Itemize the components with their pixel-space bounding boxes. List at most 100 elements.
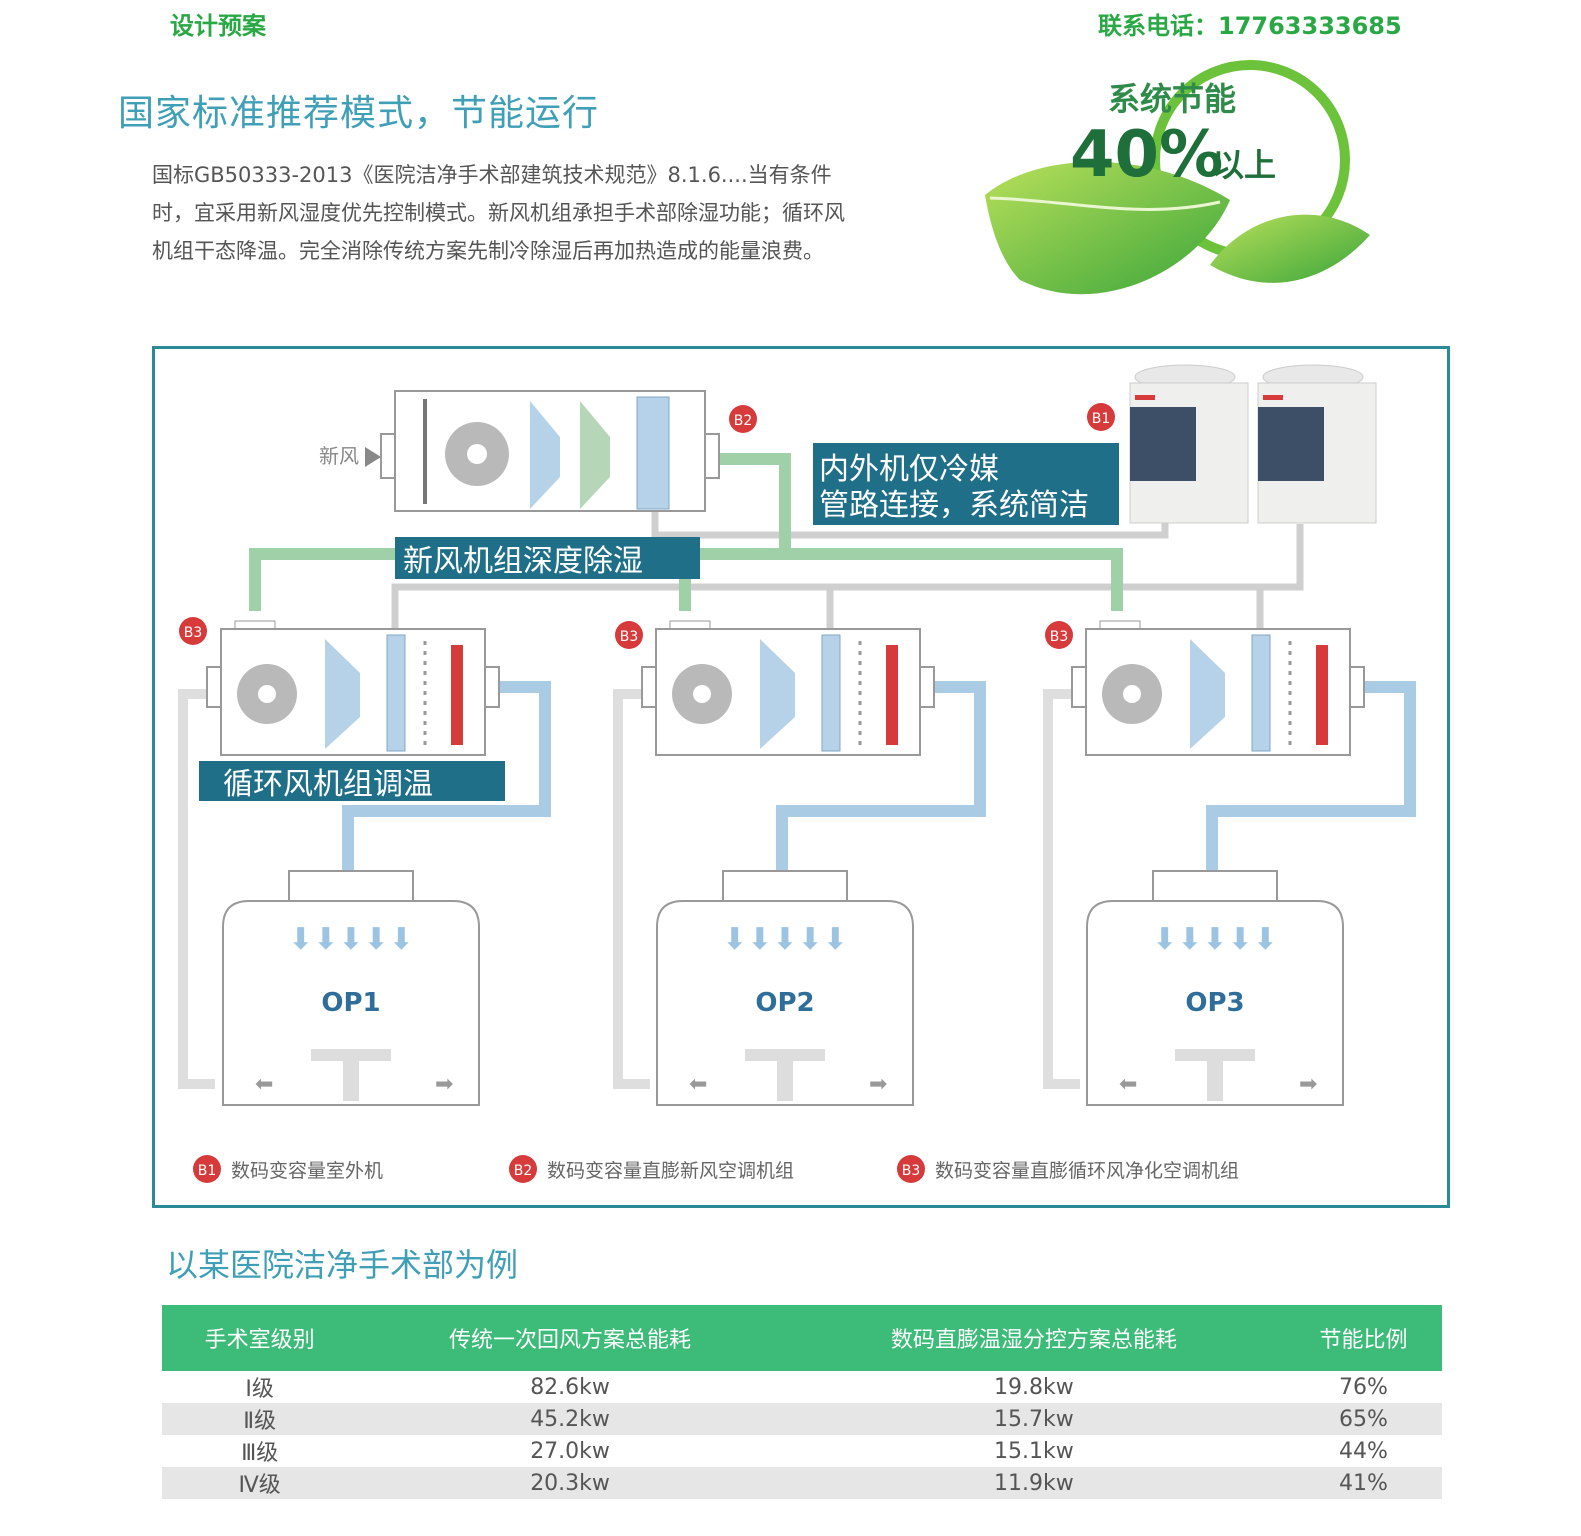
- arrow-right-icon: ➡: [435, 1072, 453, 1097]
- room-label: OP2: [755, 988, 814, 1018]
- badge-suffix: 以上: [1212, 146, 1276, 184]
- coil-icon: [821, 634, 841, 752]
- fresh-unit-caption: 新风机组深度除湿: [403, 544, 643, 579]
- table-cell: 82.6kw: [530, 1374, 610, 1400]
- b2-badge: [729, 405, 757, 433]
- refrigerant-pipes: [178, 509, 1304, 1089]
- recirc-unit: B3: [179, 617, 500, 756]
- arrow-down-icon: ⬇⬇⬇⬇⬇: [1152, 922, 1278, 957]
- table-cell: 41%: [1285, 1467, 1442, 1499]
- table-cell: 11.9kw: [782, 1467, 1286, 1499]
- legend-code: B1: [198, 1163, 217, 1179]
- filter-icon: [530, 401, 560, 509]
- intro-paragraph: 国标GB50333-2013《医院洁净手术部建筑技术规范》8.1.6....当有…: [152, 156, 952, 270]
- b1-badge: [1087, 403, 1115, 431]
- operating-room: ⬇⬇⬇⬇⬇ OP3 ⬅ ➡: [1086, 870, 1344, 1106]
- coil-icon: [636, 396, 670, 510]
- table-cell: Ⅳ级: [162, 1467, 358, 1499]
- b3-badge-text: B3: [620, 629, 639, 645]
- outdoor-caption-line2: 管路连接，系统简洁: [819, 488, 1089, 523]
- arrow-right-icon: ➡: [1299, 1072, 1317, 1097]
- header-contact-phone: 联系电话：17763333685: [1098, 12, 1402, 40]
- b3-badge: [1045, 621, 1073, 649]
- outdoor-caption-line1: 内外机仅冷媒: [819, 452, 999, 487]
- table-row: Ⅰ级 82.6kw 19.8kw 76%: [162, 1371, 1442, 1403]
- table-cell: 44%: [1339, 1438, 1388, 1464]
- table-cell: 45.2kw: [357, 1403, 783, 1435]
- column-header: 传统一次回风方案总能耗: [357, 1305, 783, 1371]
- legend-text: 数码变容量直膨新风空调机组: [547, 1160, 794, 1182]
- outdoor-units: B1: [1087, 364, 1377, 524]
- coil-icon: [386, 634, 406, 752]
- coil-icon: [1251, 634, 1271, 752]
- fresh-air-label: 新风: [319, 444, 359, 468]
- filter-icon: [760, 639, 795, 749]
- heater-icon: [1316, 645, 1328, 745]
- outdoor-caption-box: [813, 443, 1119, 525]
- leaf-right-icon: [1210, 214, 1370, 283]
- legend-text: 数码变容量直膨循环风净化空调机组: [935, 1160, 1239, 1182]
- table-cell: 15.7kw: [782, 1403, 1286, 1435]
- energy-table: 手术室级别 传统一次回风方案总能耗 数码直膨温湿分控方案总能耗 节能比例 Ⅰ级 …: [162, 1305, 1442, 1499]
- legend-code: B2: [514, 1163, 533, 1179]
- paragraph-line: 机组干态降温。完全消除传统方案先制冷除湿后再加热造成的能量浪费。: [152, 239, 824, 263]
- b1-badge-text: B1: [1092, 411, 1111, 427]
- legend-badge: [193, 1155, 221, 1183]
- arrow-left-icon: ⬅: [255, 1072, 273, 1097]
- heater-icon: [886, 645, 898, 745]
- badge-percent: 40%: [1070, 118, 1223, 192]
- legend-text: 数码变容量室外机: [231, 1160, 383, 1182]
- leaf-left-icon: [985, 161, 1230, 295]
- arrow-right-icon: ➡: [869, 1072, 887, 1097]
- paragraph-line: 国标GB50333-2013《医院洁净手术部建筑技术规范》8.1.6....当有…: [152, 163, 832, 187]
- table-cell: 19.8kw: [994, 1374, 1074, 1400]
- legend-badge: [897, 1155, 925, 1183]
- paragraph-line: 时，宜采用新风湿度优先控制模式。新风机组承担手术部除湿功能；循环风: [152, 201, 845, 225]
- fresh-air-unit: 新风 B2: [319, 390, 757, 512]
- table-cell: 76%: [1339, 1374, 1388, 1400]
- table-row: Ⅳ级 20.3kw 11.9kw 41%: [162, 1467, 1442, 1499]
- filter-icon: [580, 401, 610, 509]
- section-title: 国家标准推荐模式，节能运行: [118, 93, 600, 134]
- example-title: 以某医院洁净手术部为例: [166, 1246, 519, 1284]
- energy-saving-badge: 系统节能 40% 以上: [980, 50, 1380, 330]
- column-header: 数码直膨温湿分控方案总能耗: [782, 1305, 1286, 1371]
- heater-icon: [451, 645, 463, 745]
- recirc-caption: 循环风机组调温: [223, 767, 433, 802]
- table-cell: 27.0kw: [530, 1438, 610, 1464]
- system-diagram: 新风 B2 B1: [152, 346, 1450, 1208]
- outdoor-unit: [1257, 364, 1377, 524]
- b3-badge-text: B3: [1050, 629, 1069, 645]
- legend-badge: [509, 1155, 537, 1183]
- recirc-unit: B3: [1045, 620, 1365, 756]
- column-header: 手术室级别: [162, 1305, 358, 1371]
- table-cell: 15.1kw: [994, 1438, 1074, 1464]
- table-row: Ⅲ级 27.0kw 15.1kw 44%: [162, 1435, 1442, 1467]
- table-cell: 20.3kw: [357, 1467, 783, 1499]
- b3-badge: [615, 621, 643, 649]
- b3-badge: [179, 617, 207, 645]
- legend-code: B3: [902, 1163, 921, 1179]
- supply-air-pipes: [342, 681, 1416, 871]
- recirc-caption-box: [199, 761, 505, 801]
- table-cell: Ⅱ级: [162, 1403, 358, 1435]
- room-label: OP1: [321, 988, 380, 1018]
- column-header: 节能比例: [1285, 1305, 1442, 1371]
- recirc-unit: B3: [615, 620, 935, 756]
- arrow-left-icon: ⬅: [1119, 1072, 1137, 1097]
- table-cell: Ⅲ级: [241, 1441, 279, 1466]
- table-row: Ⅱ级 45.2kw 15.7kw 65%: [162, 1403, 1442, 1435]
- arrow-down-icon: ⬇⬇⬇⬇⬇: [722, 922, 848, 957]
- arrow-down-icon: ⬇⬇⬇⬇⬇: [288, 922, 414, 957]
- filter-icon: [1190, 639, 1225, 749]
- operating-room: ⬇⬇⬇⬇⬇ OP2 ⬅ ➡: [656, 870, 914, 1106]
- room-label: OP3: [1185, 988, 1244, 1018]
- b3-badge-text: B3: [184, 625, 203, 641]
- table-header-row: 手术室级别 传统一次回风方案总能耗 数码直膨温湿分控方案总能耗 节能比例: [162, 1305, 1442, 1371]
- header-left-label: 设计预案: [170, 12, 266, 40]
- operating-room: ⬇⬇⬇⬇⬇ OP1 ⬅ ➡: [222, 870, 480, 1106]
- table-cell: 65%: [1285, 1403, 1442, 1435]
- table-cell: Ⅰ级: [245, 1377, 274, 1402]
- fresh-unit-caption-box: [395, 537, 700, 579]
- outdoor-unit: [1129, 364, 1249, 524]
